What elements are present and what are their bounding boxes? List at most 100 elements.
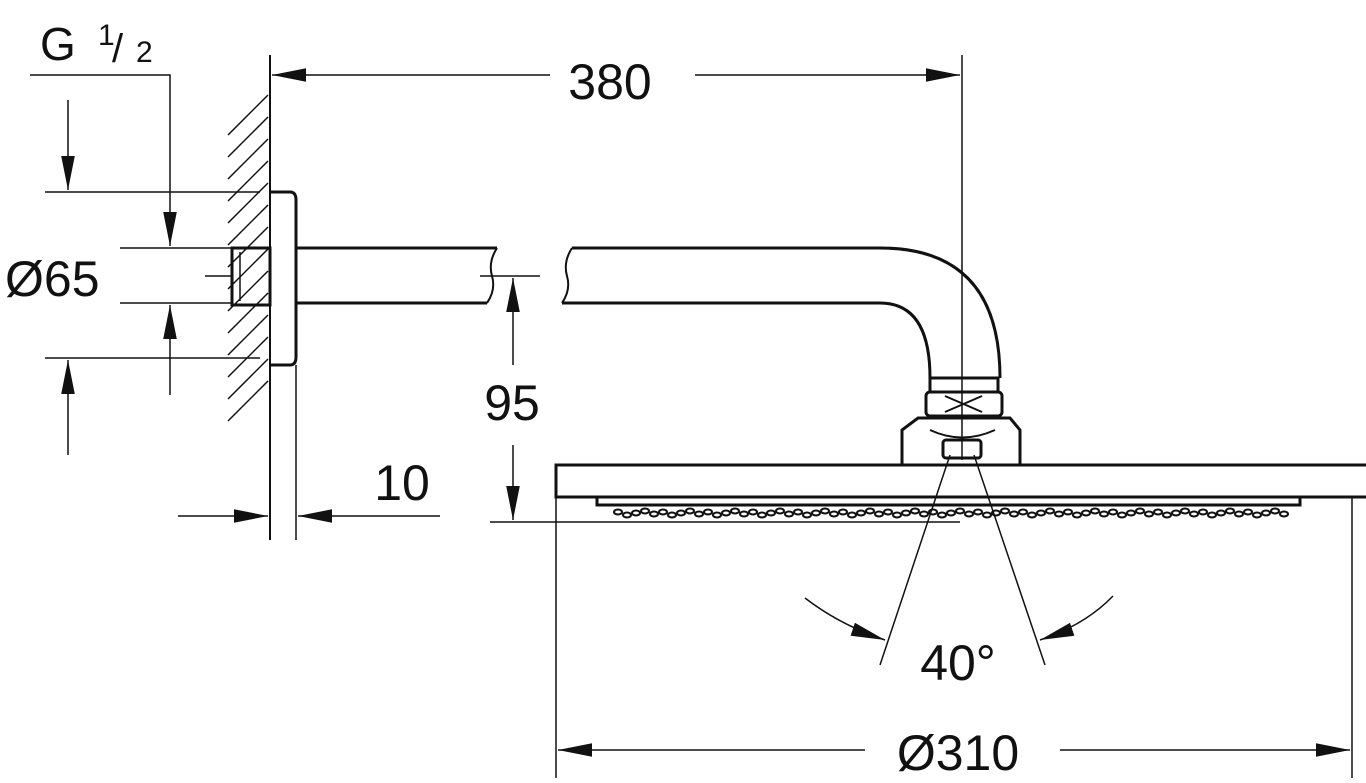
nozzle: [1153, 508, 1163, 516]
nozzle: [730, 507, 740, 515]
hatch-line: [227, 336, 269, 378]
nozzle: [973, 508, 983, 516]
arm-length-label: 380: [568, 54, 651, 110]
shower-head: [554, 463, 1366, 519]
nozzle: [658, 508, 668, 516]
nozzle: [1126, 509, 1136, 517]
nozzle: [766, 509, 776, 517]
nozzle: [1099, 510, 1109, 518]
nozzle: [838, 508, 848, 516]
flange-depth-label: 10: [374, 455, 430, 511]
nozzle: [775, 507, 785, 515]
wall-flange: [205, 190, 298, 540]
nozzle: [1045, 507, 1055, 515]
nozzle: [1207, 511, 1217, 519]
fraction-slash: /: [112, 27, 124, 71]
nozzle: [1081, 509, 1091, 517]
nozzle: [811, 509, 821, 517]
nozzle: [721, 509, 731, 517]
nozzle: [631, 509, 641, 517]
nozzle: [694, 510, 704, 518]
nozzle: [1054, 510, 1064, 518]
nozzle: [649, 510, 659, 518]
nozzle: [865, 507, 875, 515]
nozzle: [919, 510, 929, 518]
hatch-line: [227, 138, 269, 180]
nozzle: [1090, 507, 1100, 515]
flange-diameter-label: Ø65: [5, 251, 100, 307]
nozzle: [892, 511, 902, 519]
spray-angle-label: 40°: [920, 635, 996, 691]
nozzle: [910, 507, 920, 515]
nozzle: [1063, 508, 1073, 516]
nozzle: [784, 510, 794, 518]
nozzle: [856, 509, 866, 517]
nozzle: [1243, 508, 1253, 516]
head-diameter-label: Ø310: [897, 725, 1019, 781]
shower-arm: [296, 246, 1002, 379]
nozzle: [1117, 511, 1127, 519]
nozzle: [928, 508, 938, 516]
nozzle: [613, 508, 623, 516]
hatch-line: [227, 116, 269, 158]
hatch-line: [227, 292, 269, 334]
nozzle: [1198, 508, 1208, 516]
nozzle: [901, 509, 911, 517]
nozzle: [1216, 509, 1226, 517]
nozzle: [829, 510, 839, 518]
thread-numerator: 1: [98, 19, 115, 52]
nozzle: [1189, 510, 1199, 518]
hatch-line: [227, 380, 269, 422]
nozzle: [703, 508, 713, 516]
nozzle: [793, 508, 803, 516]
nozzle: [883, 508, 893, 516]
dimension-head-diameter: Ø310: [555, 497, 1353, 781]
nozzle: [820, 507, 830, 515]
nozzle: [712, 511, 722, 519]
dimension-drop-height: 95: [484, 278, 960, 523]
nozzle: [1279, 510, 1289, 518]
dimension-flange-diameter: Ø65: [5, 100, 260, 455]
nozzle: [1252, 511, 1262, 519]
hatch-line: [227, 314, 269, 356]
nozzle: [1072, 511, 1082, 519]
nozzle: [748, 508, 758, 516]
nozzle: [1000, 507, 1010, 515]
nozzle: [955, 507, 965, 515]
thread-denominator: 2: [136, 36, 153, 69]
nozzle: [1108, 508, 1118, 516]
nozzle: [1036, 509, 1046, 517]
nozzle: [757, 511, 767, 519]
hatch-line: [227, 248, 269, 290]
nozzle: [622, 511, 632, 519]
nozzle: [1180, 507, 1190, 515]
wall: [227, 55, 271, 540]
nozzle: [1018, 508, 1028, 516]
hatch-line: [227, 160, 269, 202]
wall-hatching: [227, 94, 269, 422]
spray-nozzles: [613, 507, 1289, 519]
nozzle: [802, 511, 812, 519]
nozzle: [1270, 507, 1280, 515]
nozzle: [1144, 510, 1154, 518]
dimension-flange-depth: 10: [178, 455, 440, 523]
drop-height-label: 95: [484, 375, 540, 431]
nozzle: [1234, 510, 1244, 518]
ball-joint-connector: [900, 376, 1022, 467]
nozzle: [1027, 511, 1037, 519]
nozzle: [847, 511, 857, 519]
hatch-line: [227, 182, 269, 224]
nozzle: [739, 510, 749, 518]
nozzle: [874, 510, 884, 518]
nozzle: [667, 511, 677, 519]
dimension-arm-length: 380: [272, 54, 960, 110]
nozzle: [676, 509, 686, 517]
thread-g-label: G: [40, 18, 76, 70]
nozzle: [937, 511, 947, 519]
nozzle: [1261, 509, 1271, 517]
nozzle: [982, 511, 992, 519]
nozzle: [1171, 509, 1181, 517]
hatch-line: [227, 94, 269, 136]
nozzle: [1009, 510, 1019, 518]
